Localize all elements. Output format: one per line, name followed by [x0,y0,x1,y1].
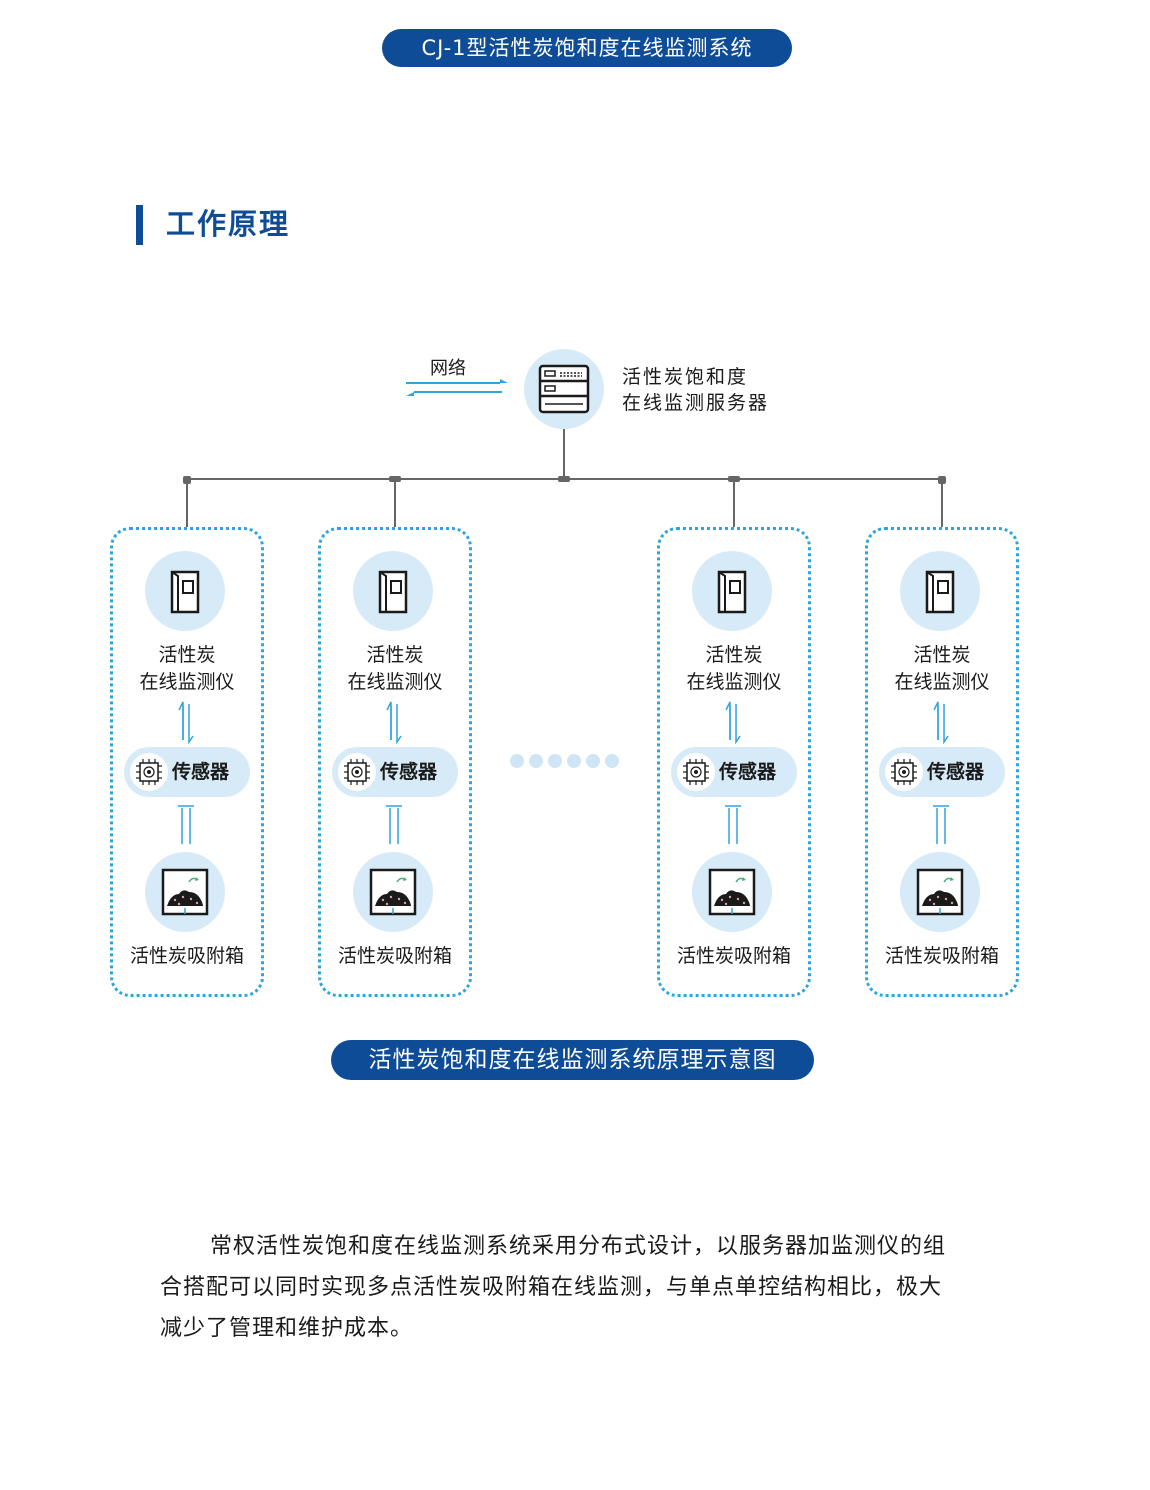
server-icon [524,349,604,429]
unit-group [318,527,472,997]
unit-arrows [725,701,741,844]
monitor-label-line2: 在线监测仪 [347,671,443,693]
description-line: 合搭配可以同时实现多点活性炭吸附箱在线监测，与单点单控结构相比，极大 [160,1275,943,1300]
box-label: 活性炭吸附箱 [337,945,452,967]
monitor-cabinet-icon [900,551,980,631]
monitor-label: 活性炭 在线监测仪 [110,642,264,696]
unit-group [110,527,264,997]
unit-group [865,527,1019,997]
more-units-ellipsis [510,754,620,770]
chip-icon [677,753,715,791]
monitor-cabinet-icon [145,551,225,631]
network-arrows-icon [406,379,508,396]
section-title: 工作原理 [166,207,291,241]
monitor-label-line1: 活性炭 [913,644,971,666]
unit-arrows [933,701,949,844]
monitor-label: 活性炭 在线监测仪 [865,642,1019,696]
sensor-node: 传感器 [124,747,250,797]
section-accent-bar [136,205,143,245]
server-label-line2: 在线监测服务器 [622,392,770,414]
monitor-label-line2: 在线监测仪 [686,671,782,693]
carbon-box-icon [145,852,225,932]
carbon-box-icon [353,852,433,932]
header-title: CJ-1型活性炭饱和度在线监测系统 [382,29,792,67]
box-label: 活性炭吸附箱 [884,945,999,967]
unit-arrows [386,701,402,844]
monitor-label: 活性炭 在线监测仪 [318,642,472,696]
carbon-box-icon [900,852,980,932]
sensor-node: 传感器 [671,747,797,797]
server-label: 活性炭饱和度 在线监测服务器 [622,364,769,416]
chip-icon [338,753,376,791]
monitor-cabinet-icon [692,551,772,631]
monitor-label-line1: 活性炭 [158,644,216,666]
sensor-node: 传感器 [879,747,1005,797]
monitor-label-line1: 活性炭 [366,644,424,666]
box-label: 活性炭吸附箱 [129,945,244,967]
chip-icon [885,753,923,791]
monitor-label: 活性炭 在线监测仪 [657,642,811,696]
sensor-label: 传感器 [927,761,985,783]
chip-icon [130,753,168,791]
description-line: 减少了管理和维护成本。 [160,1316,414,1341]
description-line: 常权活性炭饱和度在线监测系统采用分布式设计，以服务器加监测仪的组 [210,1234,947,1259]
sensor-label: 传感器 [719,761,777,783]
monitor-cabinet-icon [353,551,433,631]
unit-group [657,527,811,997]
sensor-label: 传感器 [380,761,438,783]
sensor-label: 传感器 [172,761,230,783]
monitor-label-line2: 在线监测仪 [894,671,990,693]
diagram-connectors [178,379,949,844]
sensor-node: 传感器 [332,747,458,797]
network-label: 网络 [430,358,466,379]
unit-arrows [178,701,194,844]
monitor-label-line2: 在线监测仪 [139,671,235,693]
server-label-line1: 活性炭饱和度 [622,366,749,388]
diagram-caption: 活性炭饱和度在线监测系统原理示意图 [331,1040,814,1080]
description-paragraph: 常权活性炭饱和度在线监测系统采用分布式设计，以服务器加监测仪的组 合搭配可以同时… [160,1226,980,1349]
box-label: 活性炭吸附箱 [676,945,791,967]
monitor-label-line1: 活性炭 [705,644,763,666]
carbon-box-icon [692,852,772,932]
